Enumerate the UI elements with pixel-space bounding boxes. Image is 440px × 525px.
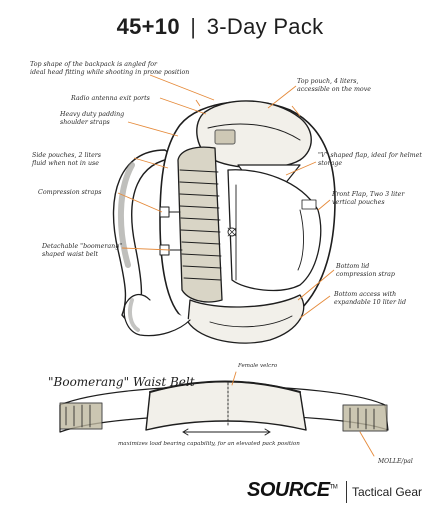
callout-side-pouches: Side pouches, 2 liters fluid when not in… <box>32 152 102 168</box>
belt-female-label: Female velcro <box>238 363 278 369</box>
callout-bottom-lid: Bottom lid compression strap <box>336 263 395 279</box>
waist-belt-wing <box>123 293 191 337</box>
callout-bottom-access: Bottom access with expandable 10 liter l… <box>334 291 407 307</box>
callout-radio-ports: Radio antenna exit ports <box>71 95 150 102</box>
callout-waist-belt: Detachable "boomerang" shaped waist belt <box>42 243 123 259</box>
brand-tagline: Tactical Gear <box>352 485 423 499</box>
bottom-lid <box>187 294 305 344</box>
belt-caption: maximizes load bearing capability, for a… <box>118 441 300 447</box>
molle-panel <box>177 146 223 303</box>
callout-front-flap: Front Flap, Two 3 liter vertical pouches <box>332 191 405 207</box>
title-name: 3-Day Pack <box>206 14 324 39</box>
waist-belt-illustration <box>59 371 389 457</box>
title-number: 45+10 <box>116 14 180 39</box>
belt-molle-label: MOLLE/pal <box>378 458 413 465</box>
brand-separator <box>346 481 347 503</box>
side-pouch <box>227 169 322 292</box>
page-title: 45+10 | 3-Day Pack <box>0 14 440 40</box>
callout-compression-straps: Compression straps <box>38 189 102 196</box>
belt-title: "Boomerang" Waist Belt <box>48 375 195 389</box>
callout-top-pouch: Top pouch, 4 liters, accessible on the m… <box>297 78 371 94</box>
callout-shoulder-straps: Heavy duty padding shoulder straps <box>60 111 125 127</box>
callout-top-shape: Top shape of the backpack is angled for … <box>30 61 190 77</box>
callout-v-flap: "V" shaped flap, ideal for helmet storag… <box>318 152 422 168</box>
source-logo: SOURCETM <box>247 479 338 501</box>
title-separator: | <box>190 14 197 39</box>
